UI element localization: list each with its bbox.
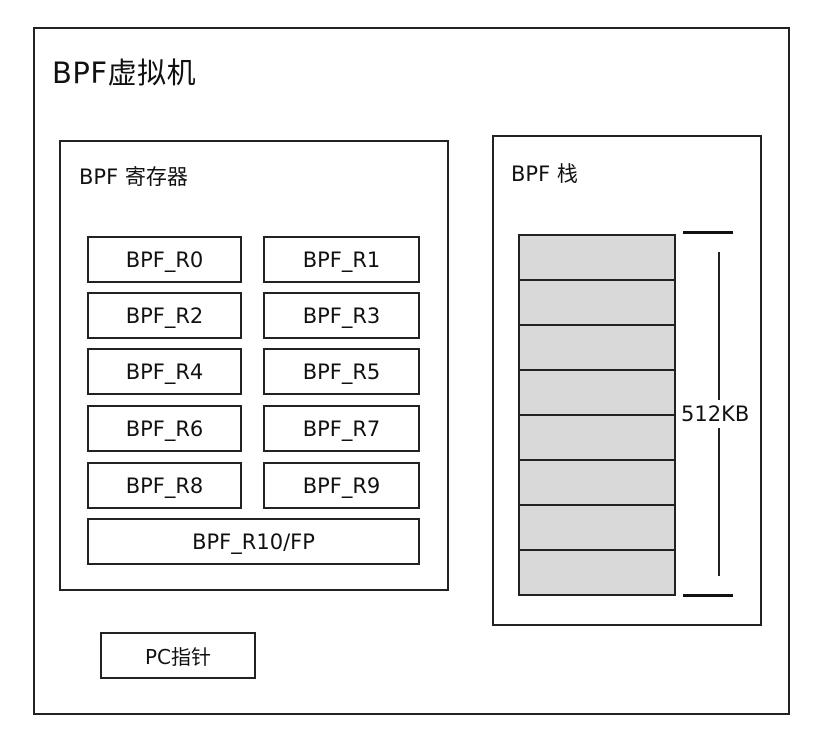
stack-slot [518, 459, 676, 506]
register-r1: BPF_R1 [263, 236, 420, 283]
stack-title: BPF 栈 [511, 162, 578, 186]
vm-title: BPF虚拟机 [52, 56, 197, 90]
register-r4: BPF_R4 [87, 348, 242, 395]
stack-slot [518, 549, 676, 596]
register-r0: BPF_R0 [87, 236, 242, 283]
stack-slot [518, 414, 676, 461]
stack-size-bottom-tick [683, 594, 733, 597]
stack-slot [518, 369, 676, 416]
register-r2: BPF_R2 [87, 292, 242, 339]
stack-slot [518, 324, 676, 371]
register-r8: BPF_R8 [87, 462, 242, 509]
register-r6: BPF_R6 [87, 405, 242, 452]
register-r5: BPF_R5 [263, 348, 420, 395]
stack-size-top-tick [683, 231, 733, 234]
register-r10-fp: BPF_R10/FP [87, 518, 420, 565]
registers-title: BPF 寄存器 [79, 165, 188, 189]
register-r7: BPF_R7 [263, 405, 420, 452]
stack-slot [518, 279, 676, 326]
pc-pointer: PC指针 [100, 632, 256, 679]
stack-slot [518, 234, 676, 281]
stack-slot [518, 504, 676, 551]
stack-size-label: 512KB [680, 400, 751, 428]
register-r9: BPF_R9 [263, 462, 420, 509]
register-r3: BPF_R3 [263, 292, 420, 339]
